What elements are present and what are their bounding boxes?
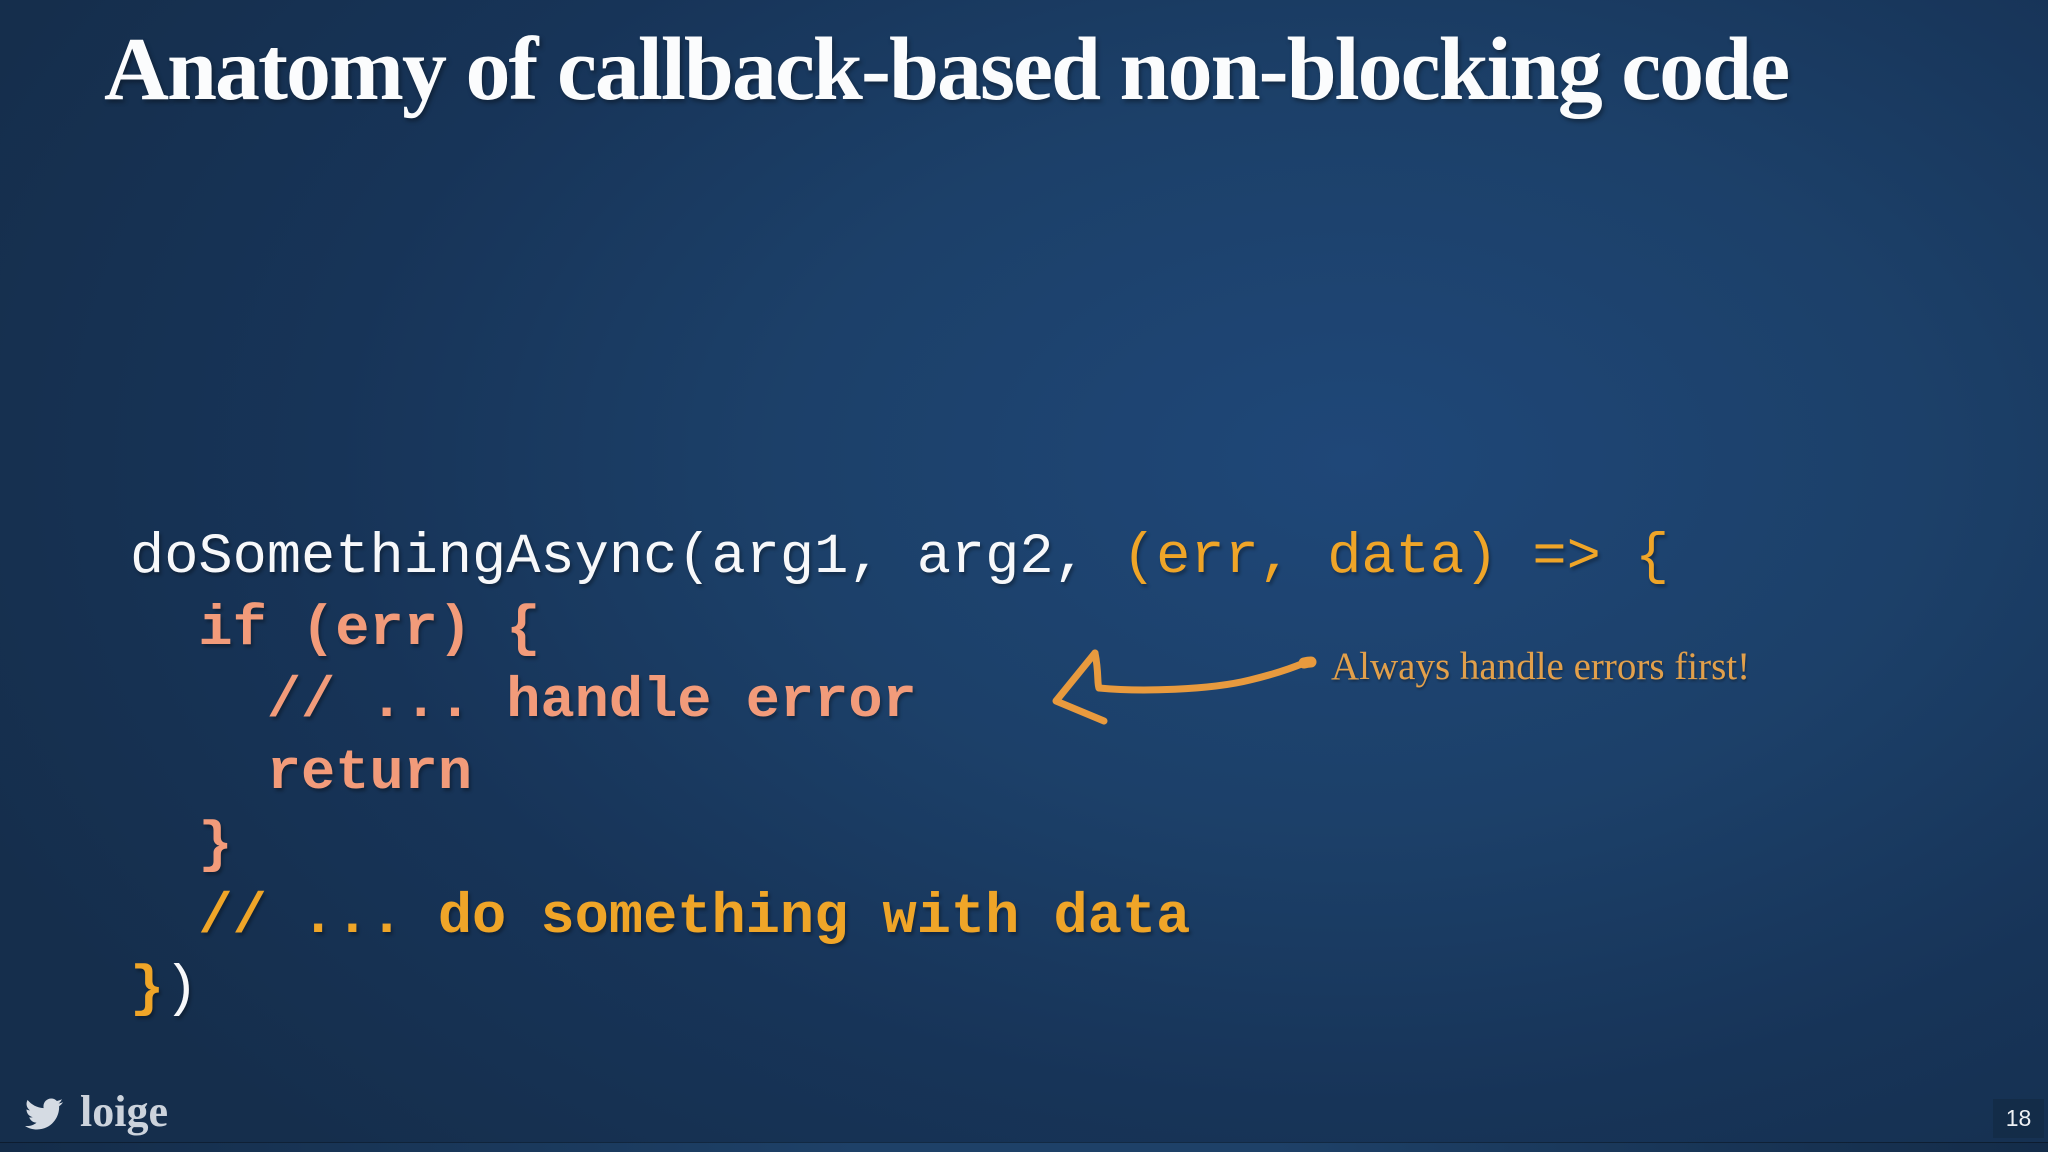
code-segment: doSomethingAsync(arg1, arg2, — [130, 526, 1122, 590]
code-segment: return — [130, 742, 473, 806]
code-segment: ) — [164, 958, 199, 1022]
annotation-arrow — [1040, 628, 1340, 738]
code-line: // ... do something with data — [130, 882, 1669, 954]
bottom-edge-strip — [0, 1142, 2048, 1152]
twitter-icon — [25, 1098, 64, 1129]
code-line: doSomethingAsync(arg1, arg2, (err, data)… — [130, 522, 1669, 594]
footer-twitter-handle[interactable]: loige — [22, 1086, 168, 1137]
slide-title: Anatomy of callback-based non-blocking c… — [104, 20, 1790, 119]
code-segment: // ... do something with data — [130, 886, 1191, 950]
code-segment: (err, data) => { — [1121, 526, 1670, 590]
code-line: } — [130, 810, 1669, 882]
hand-drawn-left-arrow-icon — [1052, 649, 1317, 725]
code-segment: } — [130, 958, 165, 1022]
code-line: // ... handle error — [130, 666, 1669, 738]
code-line: return — [130, 738, 1669, 810]
code-line: if (err) { — [130, 594, 1669, 666]
code-segment: } — [130, 814, 233, 878]
page-number-badge: 18 — [1993, 1099, 2044, 1138]
code-line: }) — [130, 954, 1669, 1026]
footer-handle-text: loige — [80, 1087, 168, 1136]
code-block: doSomethingAsync(arg1, arg2, (err, data)… — [130, 522, 1669, 1026]
code-segment: if (err) { — [130, 598, 541, 662]
annotation-text: Always handle errors first! — [1331, 645, 1751, 688]
code-segment: // ... handle error — [130, 670, 917, 734]
